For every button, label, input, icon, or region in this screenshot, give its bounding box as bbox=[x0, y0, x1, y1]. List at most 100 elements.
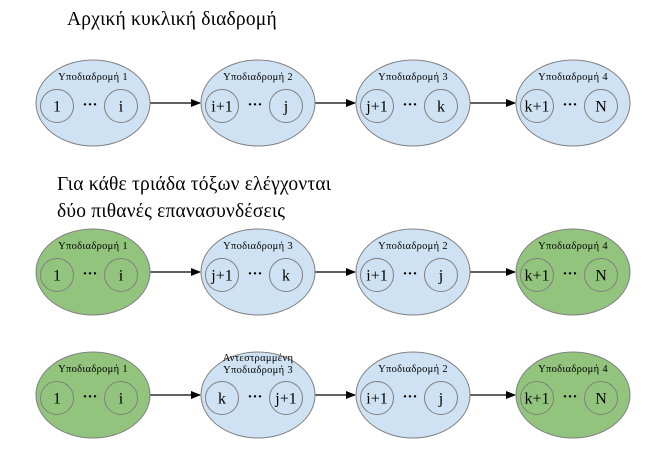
subroute-label: Υποδιαδρομή 1 bbox=[58, 241, 128, 252]
start-node-label: i+1 bbox=[366, 268, 387, 285]
ellipsis-dots: ··· bbox=[82, 97, 97, 113]
end-node-label: i bbox=[119, 99, 124, 116]
ellipsis-dots: ··· bbox=[82, 266, 97, 282]
end-node-circle bbox=[584, 258, 618, 292]
end-node-circle bbox=[104, 89, 138, 123]
subroute-ellipse bbox=[200, 228, 316, 316]
end-node-circle bbox=[104, 258, 138, 292]
start-node-circle bbox=[205, 381, 239, 415]
subroute-label: Αντεστραμμένη bbox=[223, 353, 294, 364]
subroute-label: Υποδιαδρομή 1 bbox=[58, 72, 128, 83]
start-node-label: j+1 bbox=[210, 268, 232, 285]
start-node-circle bbox=[520, 381, 554, 415]
start-node-label: k bbox=[218, 391, 226, 408]
start-node-label: 1 bbox=[53, 391, 61, 408]
start-node-circle bbox=[205, 89, 239, 123]
ellipsis-dots: ··· bbox=[562, 266, 577, 282]
start-node-label: i+1 bbox=[366, 391, 387, 408]
subroute-node: Υποδιαδρομή 4 k+1 N ··· bbox=[515, 59, 631, 147]
ellipsis-dots: ··· bbox=[247, 97, 262, 113]
end-node-circle bbox=[269, 89, 303, 123]
end-node-label: k bbox=[437, 99, 445, 116]
start-node-label: i+1 bbox=[211, 99, 232, 116]
end-node-label: j bbox=[438, 268, 443, 285]
end-node-circle bbox=[584, 89, 618, 123]
end-node-label: N bbox=[595, 268, 607, 285]
ellipsis-dots: ··· bbox=[402, 389, 417, 405]
subroute-node: Υποδιαδρομή 1 1 i ··· bbox=[35, 59, 151, 147]
end-node-circle bbox=[269, 381, 303, 415]
subroute-ellipse bbox=[35, 228, 151, 316]
subroute-label: Υποδιαδρομή 3 bbox=[223, 241, 293, 252]
end-node-label: i bbox=[119, 268, 124, 285]
end-node-label: N bbox=[595, 99, 607, 116]
subroute-label: Υποδιαδρομή 2 bbox=[223, 72, 293, 83]
subroute-ellipse bbox=[200, 59, 316, 147]
subroute-ellipse bbox=[355, 59, 471, 147]
heading-line-2: δύο πιθανές επανασυνδέσεις bbox=[57, 201, 286, 222]
subroute-node: Υποδιαδρομή 3 j+1 k ··· bbox=[200, 228, 316, 316]
start-node-label: 1 bbox=[53, 99, 61, 116]
subroute-ellipse bbox=[355, 351, 471, 439]
subroute-label: Υποδιαδρομή 1 bbox=[58, 364, 128, 375]
ellipsis-dots: ··· bbox=[82, 389, 97, 405]
subroute-ellipse bbox=[515, 59, 631, 147]
subroute-node: Υποδιαδρομή 4 k+1 N ··· bbox=[515, 351, 631, 439]
start-node-label: j+1 bbox=[365, 99, 387, 116]
ellipsis-dots: ··· bbox=[402, 97, 417, 113]
subroute-ellipse bbox=[515, 351, 631, 439]
end-node-circle bbox=[424, 258, 458, 292]
end-node-label: j bbox=[283, 99, 288, 116]
end-node-circle bbox=[269, 258, 303, 292]
subroute-node: Υποδιαδρομή 2 i+1 j ··· bbox=[355, 351, 471, 439]
end-node-label: k bbox=[282, 268, 290, 285]
subroute-ellipse bbox=[35, 351, 151, 439]
ellipsis-dots: ··· bbox=[562, 97, 577, 113]
start-node-circle bbox=[360, 381, 394, 415]
subroute-node: Υποδιαδρομή 4 k+1 N ··· bbox=[515, 228, 631, 316]
start-node-circle bbox=[40, 381, 74, 415]
ellipsis-dots: ··· bbox=[402, 266, 417, 282]
start-node-label: k+1 bbox=[524, 99, 549, 116]
subroute-ellipse bbox=[355, 228, 471, 316]
start-node-circle bbox=[360, 89, 394, 123]
start-node-circle bbox=[40, 258, 74, 292]
subroute-label: Υποδιαδρομή 4 bbox=[538, 72, 608, 83]
ellipsis-dots: ··· bbox=[562, 389, 577, 405]
subroute-label: Υποδιαδρομή 2 bbox=[378, 241, 448, 252]
start-node-circle bbox=[360, 258, 394, 292]
subroute-node: Υποδιαδρομή 2 i+1 j ··· bbox=[200, 59, 316, 147]
subroute-label: Υποδιαδρομή 3 bbox=[223, 365, 293, 376]
subroute-ellipse bbox=[35, 59, 151, 147]
start-node-label: k+1 bbox=[524, 268, 549, 285]
end-node-label: N bbox=[595, 391, 607, 408]
subroute-label: Υποδιαδρομή 2 bbox=[378, 364, 448, 375]
start-node-label: k+1 bbox=[524, 391, 549, 408]
end-node-label: j+1 bbox=[274, 391, 296, 408]
heading-line-1: Για κάθε τριάδα τόξων ελέγχονται bbox=[57, 174, 332, 195]
heading-initial-route: Αρχική κυκλική διαδρομή bbox=[67, 9, 277, 30]
subroute-ellipse bbox=[200, 351, 316, 439]
subroute-node: Υποδιαδρομή 1 1 i ··· bbox=[35, 351, 151, 439]
end-node-label: i bbox=[119, 391, 124, 408]
subroute-label: Υποδιαδρομή 4 bbox=[538, 241, 608, 252]
start-node-circle bbox=[520, 89, 554, 123]
start-node-circle bbox=[205, 258, 239, 292]
subroute-node: Υποδιαδρομή 3 j+1 k ··· bbox=[355, 59, 471, 147]
end-node-circle bbox=[424, 381, 458, 415]
end-node-circle bbox=[104, 381, 138, 415]
start-node-circle bbox=[40, 89, 74, 123]
subroute-label: Υποδιαδρομή 3 bbox=[378, 72, 448, 83]
end-node-label: j bbox=[438, 391, 443, 408]
end-node-circle bbox=[584, 381, 618, 415]
ellipsis-dots: ··· bbox=[247, 266, 262, 282]
start-node-circle bbox=[520, 258, 554, 292]
subroute-node: Υποδιαδρομή 2 i+1 j ··· bbox=[355, 228, 471, 316]
subroute-label: Υποδιαδρομή 4 bbox=[538, 364, 608, 375]
